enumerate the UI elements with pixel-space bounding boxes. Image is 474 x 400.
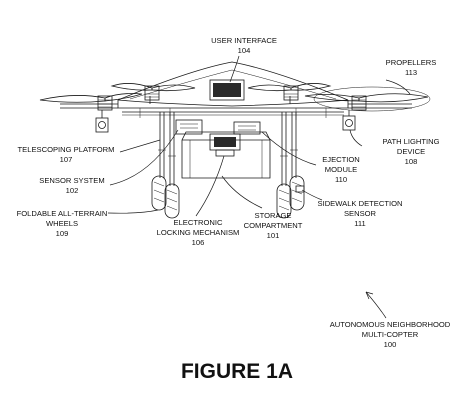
storage-compartment-label-line1: STORAGE [255,211,292,220]
telescoping-platform-label: TELESCOPING PLATFORM [18,145,115,154]
path-lighting-device-right [342,110,356,131]
label-user-interface: USER INTERFACE 104 [211,36,277,55]
leader-lines [107,55,411,319]
wheel-left-front [164,183,180,219]
sidewalk-sensor-label-line1: SIDEWALK DETECTION [318,199,403,208]
foldable-wheels-label-line2: WHEELS [46,219,78,228]
path-lighting-ref: 108 [405,157,418,166]
storage-compartment-label-line2: COMPARTMENT [244,221,303,230]
storage-compartment [181,121,271,179]
multicopter-label-line2: MULTI-COPTER [362,330,419,339]
sensor-system-ref: 102 [66,186,79,195]
ejection-module [233,121,261,135]
electronic-locking-label-line1: ELECTRONIC [174,218,223,227]
telescoping-platform-ref: 107 [60,155,73,164]
ejection-module-ref: 110 [335,175,347,184]
wheel-right-front [276,183,292,219]
propellers-ref: 113 [405,68,417,77]
multicopter-ref: 100 [384,340,397,349]
ejection-module-label-line1: EJECTION [322,155,360,164]
multicopter-drawing [39,61,431,219]
path-lighting-label-line2: DEVICE [397,147,425,156]
label-propellers: PROPELLERS 113 [386,58,437,77]
propellers-label: PROPELLERS [386,58,437,67]
electronic-locking-label-line2: LOCKING MECHANISM [157,228,240,237]
user-interface-screen [209,79,245,101]
sensor-system [175,119,203,135]
label-path-lighting: PATH LIGHTING DEVICE 108 [382,137,439,166]
label-storage-compartment: STORAGE COMPARTMENT 101 [244,211,303,240]
sensor-system-label: SENSOR SYSTEM [39,176,104,185]
user-interface-label: USER INTERFACE [211,36,277,45]
label-ejection-module: EJECTION MODULE 110 [322,155,360,184]
path-lighting-label-line1: PATH LIGHTING [382,137,439,146]
propeller-left-outer [39,93,143,103]
electronic-locking-mechanism [209,133,241,157]
electronic-locking-ref: 106 [192,238,205,247]
telescoping-platform [158,112,298,186]
label-multicopter: AUTONOMOUS NEIGHBORHOOD MULTI-COPTER 100 [330,320,451,349]
sidewalk-sensor-ref: 111 [354,219,366,228]
wheel-right-rear [289,175,305,211]
label-electronic-locking: ELECTRONIC LOCKING MECHANISM 106 [157,218,240,247]
sidewalk-detection-sensor [295,185,305,193]
storage-compartment-ref: 101 [267,231,280,240]
propeller-left-inner [110,83,196,92]
sidewalk-sensor-label-line2: SENSOR [344,209,377,218]
propeller-right-inner [247,83,332,92]
wheel-left-rear [151,175,167,211]
path-lighting-device-left [95,110,109,133]
foldable-wheels-ref: 109 [56,229,69,238]
label-foldable-wheels: FOLDABLE ALL-TERRAIN WHEELS 109 [17,209,108,238]
propeller-right-outer [304,86,431,112]
ejection-module-label-line2: MODULE [325,165,358,174]
user-interface-ref: 104 [238,46,251,55]
label-sensor-system: SENSOR SYSTEM 102 [39,176,104,195]
multicopter-label-line1: AUTONOMOUS NEIGHBORHOOD [330,320,451,329]
foldable-wheels-label-line1: FOLDABLE ALL-TERRAIN [17,209,108,218]
motor-left-outer [97,95,113,111]
label-telescoping-platform: TELESCOPING PLATFORM 107 [18,145,115,164]
canopy-shell [117,61,349,107]
figure-title: FIGURE 1A [181,360,293,383]
label-sidewalk-sensor: SIDEWALK DETECTION SENSOR 111 [318,199,403,228]
